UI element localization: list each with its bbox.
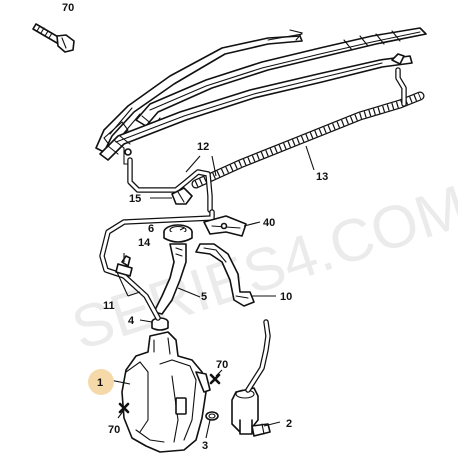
t-piece-part [115,255,133,277]
callout-2: 2 [286,418,292,430]
callout-13: 13 [316,171,328,183]
callout-3: 3 [202,440,208,452]
pump-hose-part [245,319,271,393]
support-bracket-part [195,243,255,307]
filler-neck-part [153,243,187,315]
callout-40: 40 [263,217,275,229]
wiper-blade-assembly [95,27,427,165]
washer-hose-part [127,157,213,213]
callout-10: 10 [280,291,292,303]
callout-70-left: 70 [108,424,120,436]
callout-5: 5 [201,291,207,303]
callout-6: 6 [148,223,154,235]
bolt-part [32,23,75,53]
bracket-clip-part [203,215,247,237]
tank-hose-part [99,209,215,321]
callout-4: 4 [128,315,135,327]
callout-14: 14 [138,237,151,249]
washer-pump-part [231,387,271,437]
fixing-point-tank-right-icon [209,373,221,385]
callout-11: 11 [103,300,115,312]
filler-cap-part [163,224,193,243]
callout-70-tank: 70 [216,359,228,371]
callout-1: 1 [97,377,103,389]
callout-highlight [88,369,114,395]
pump-seal-part [205,411,219,421]
grommet-part [151,317,169,331]
callout-15: 15 [129,193,141,205]
corrugated-hose-part [191,67,425,189]
callouts: 1 2 3 4 5 6 10 11 12 13 14 15 40 70 70 7… [62,2,328,452]
fixing-point-tank-left-icon [118,402,130,414]
callout-12: 12 [197,141,209,153]
connector-part [171,187,193,205]
callout-70-bolt: 70 [62,2,74,14]
washer-reservoir-part [121,331,211,453]
leader-lines [109,145,315,439]
